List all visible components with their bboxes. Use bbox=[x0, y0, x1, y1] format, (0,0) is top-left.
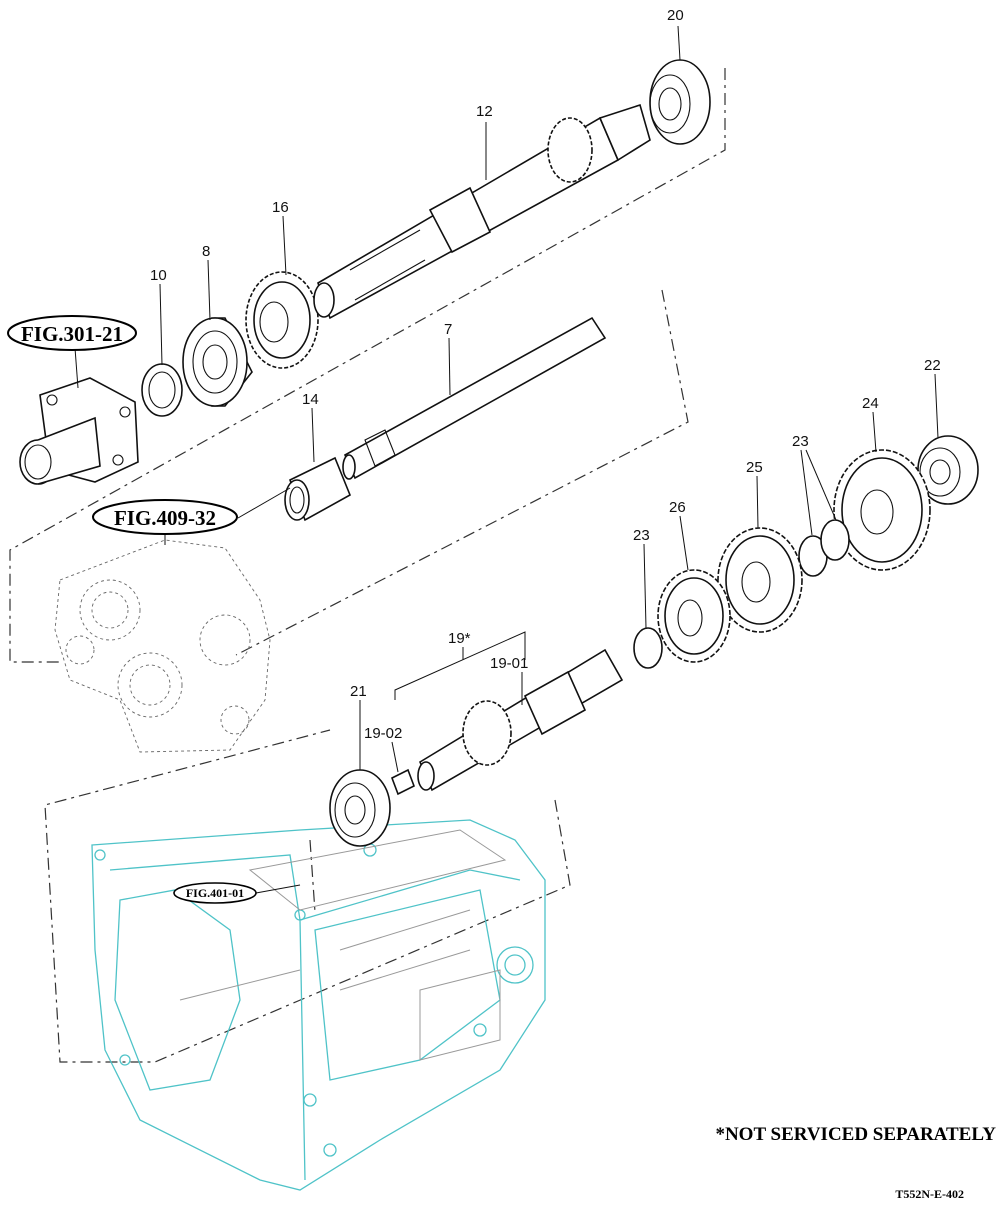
gear-16 bbox=[245, 271, 319, 369]
callout-23-upper: 23 bbox=[792, 433, 809, 450]
figure-ref-409-32-label: FIG.409-32 bbox=[114, 506, 216, 530]
shaft-7 bbox=[342, 316, 607, 480]
roller-19-02 bbox=[390, 768, 416, 796]
bearing-retainer bbox=[19, 377, 139, 485]
callout-20: 20 bbox=[667, 7, 684, 24]
callout-10: 10 bbox=[150, 267, 167, 284]
callout-8: 8 bbox=[202, 243, 210, 260]
ball-bearing-20 bbox=[649, 59, 711, 145]
figure-ref-301-21-label: FIG.301-21 bbox=[21, 322, 123, 346]
ghost-front-cover bbox=[54, 539, 271, 753]
assembly-guide-lines bbox=[9, 68, 726, 1063]
callout-numbers: 20 12 16 8 10 7 14 22 24 23 25 26 23 19*… bbox=[150, 7, 941, 742]
callout-23-lower: 23 bbox=[633, 527, 650, 544]
callout-12: 12 bbox=[476, 103, 493, 120]
snap-ring-23-lower bbox=[633, 627, 663, 669]
counter-shaft-19-01 bbox=[417, 648, 624, 792]
figure-ref-301-21[interactable]: FIG.301-21 bbox=[7, 315, 137, 351]
gear-24 bbox=[833, 449, 931, 571]
callout-25: 25 bbox=[746, 459, 763, 476]
snap-rings-23-upper bbox=[798, 519, 850, 577]
callout-24: 24 bbox=[862, 395, 879, 412]
ball-bearing-8 bbox=[182, 317, 253, 407]
callout-19-01: 19-01 bbox=[490, 655, 528, 672]
callout-22: 22 bbox=[924, 357, 941, 374]
snap-ring-10 bbox=[141, 363, 183, 417]
transmission-case bbox=[91, 819, 546, 1191]
sleeve-14 bbox=[284, 456, 352, 522]
callout-16: 16 bbox=[272, 199, 289, 216]
callout-7: 7 bbox=[444, 321, 452, 338]
callout-26: 26 bbox=[669, 499, 686, 516]
gear-26 bbox=[657, 569, 731, 663]
callout-21: 21 bbox=[350, 683, 367, 700]
figure-ref-409-32[interactable]: FIG.409-32 bbox=[92, 499, 238, 535]
figure-ref-401-01[interactable]: FIG.401-01 bbox=[173, 882, 257, 904]
callout-19: 19* bbox=[448, 630, 471, 647]
main-shaft-12 bbox=[313, 103, 651, 320]
gear-25 bbox=[717, 527, 803, 633]
ball-bearing-21 bbox=[329, 769, 391, 847]
drawing-code: T552N-E-402 bbox=[895, 1187, 964, 1201]
callout-14: 14 bbox=[302, 391, 319, 408]
figure-ref-401-01-label: FIG.401-01 bbox=[186, 886, 244, 900]
not-serviced-note: *NOT SERVICED SEPARATELY bbox=[715, 1124, 996, 1145]
leader-lines bbox=[74, 25, 939, 894]
callout-19-02: 19-02 bbox=[364, 725, 402, 742]
